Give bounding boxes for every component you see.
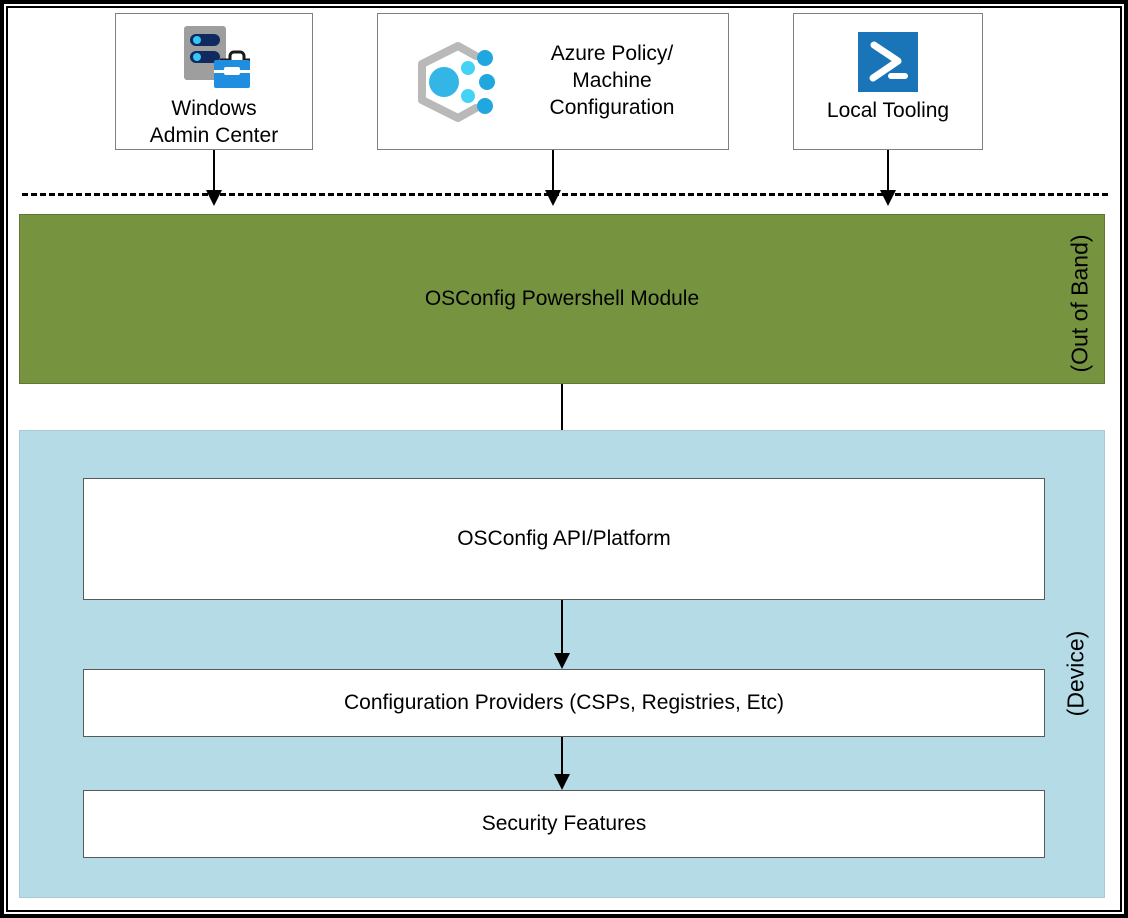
layer-label-osconfig-api-platform: OSConfig API/Platform xyxy=(457,527,671,550)
arrow-shaft xyxy=(561,737,563,774)
arrow-shaft xyxy=(561,600,563,653)
layer-box-osconfig-api-platform[interactable]: OSConfig API/Platform xyxy=(83,478,1045,600)
arrow-head xyxy=(554,774,570,790)
layer-box-configuration-providers[interactable]: Configuration Providers (CSPs, Registrie… xyxy=(83,669,1045,737)
arrow-shaft xyxy=(213,150,215,190)
layer-box-security-features[interactable]: Security Features xyxy=(83,790,1045,858)
source-box-local-tooling[interactable]: Local Tooling xyxy=(793,13,983,150)
powershell-icon xyxy=(858,32,918,92)
out-of-band-device-separator xyxy=(22,193,1108,196)
arrow-shaft xyxy=(887,150,889,190)
layer-label-security-features: Security Features xyxy=(481,812,647,835)
source-label-local-tooling: Local Tooling xyxy=(826,99,950,122)
source-box-windows-admin-center[interactable]: Windows Admin Center xyxy=(115,13,313,150)
source-box-azure-policy[interactable]: Azure Policy/ Machine Configuration xyxy=(377,13,729,150)
azure-hexagon-nodes-icon xyxy=(400,36,496,128)
arrow-providers-to-security xyxy=(554,737,570,790)
arrow-api-to-providers xyxy=(554,600,570,669)
source-label-azure-policy: Azure Policy/ Machine Configuration xyxy=(549,42,675,119)
arrow-shaft xyxy=(552,150,554,190)
layer-label-configuration-providers: Configuration Providers (CSPs, Registrie… xyxy=(344,691,784,714)
arrow-head xyxy=(554,653,570,669)
diagram-inner-frame xyxy=(6,6,1122,912)
osconfig-powershell-module-label: OSConfig Powershell Module xyxy=(424,287,700,310)
arrow-shaft xyxy=(561,384,563,462)
server-toolbox-icon xyxy=(176,24,252,92)
osconfig-powershell-module-band[interactable]: OSConfig Powershell Module xyxy=(19,214,1105,384)
source-label-windows-admin-center: Windows Admin Center xyxy=(149,97,279,147)
